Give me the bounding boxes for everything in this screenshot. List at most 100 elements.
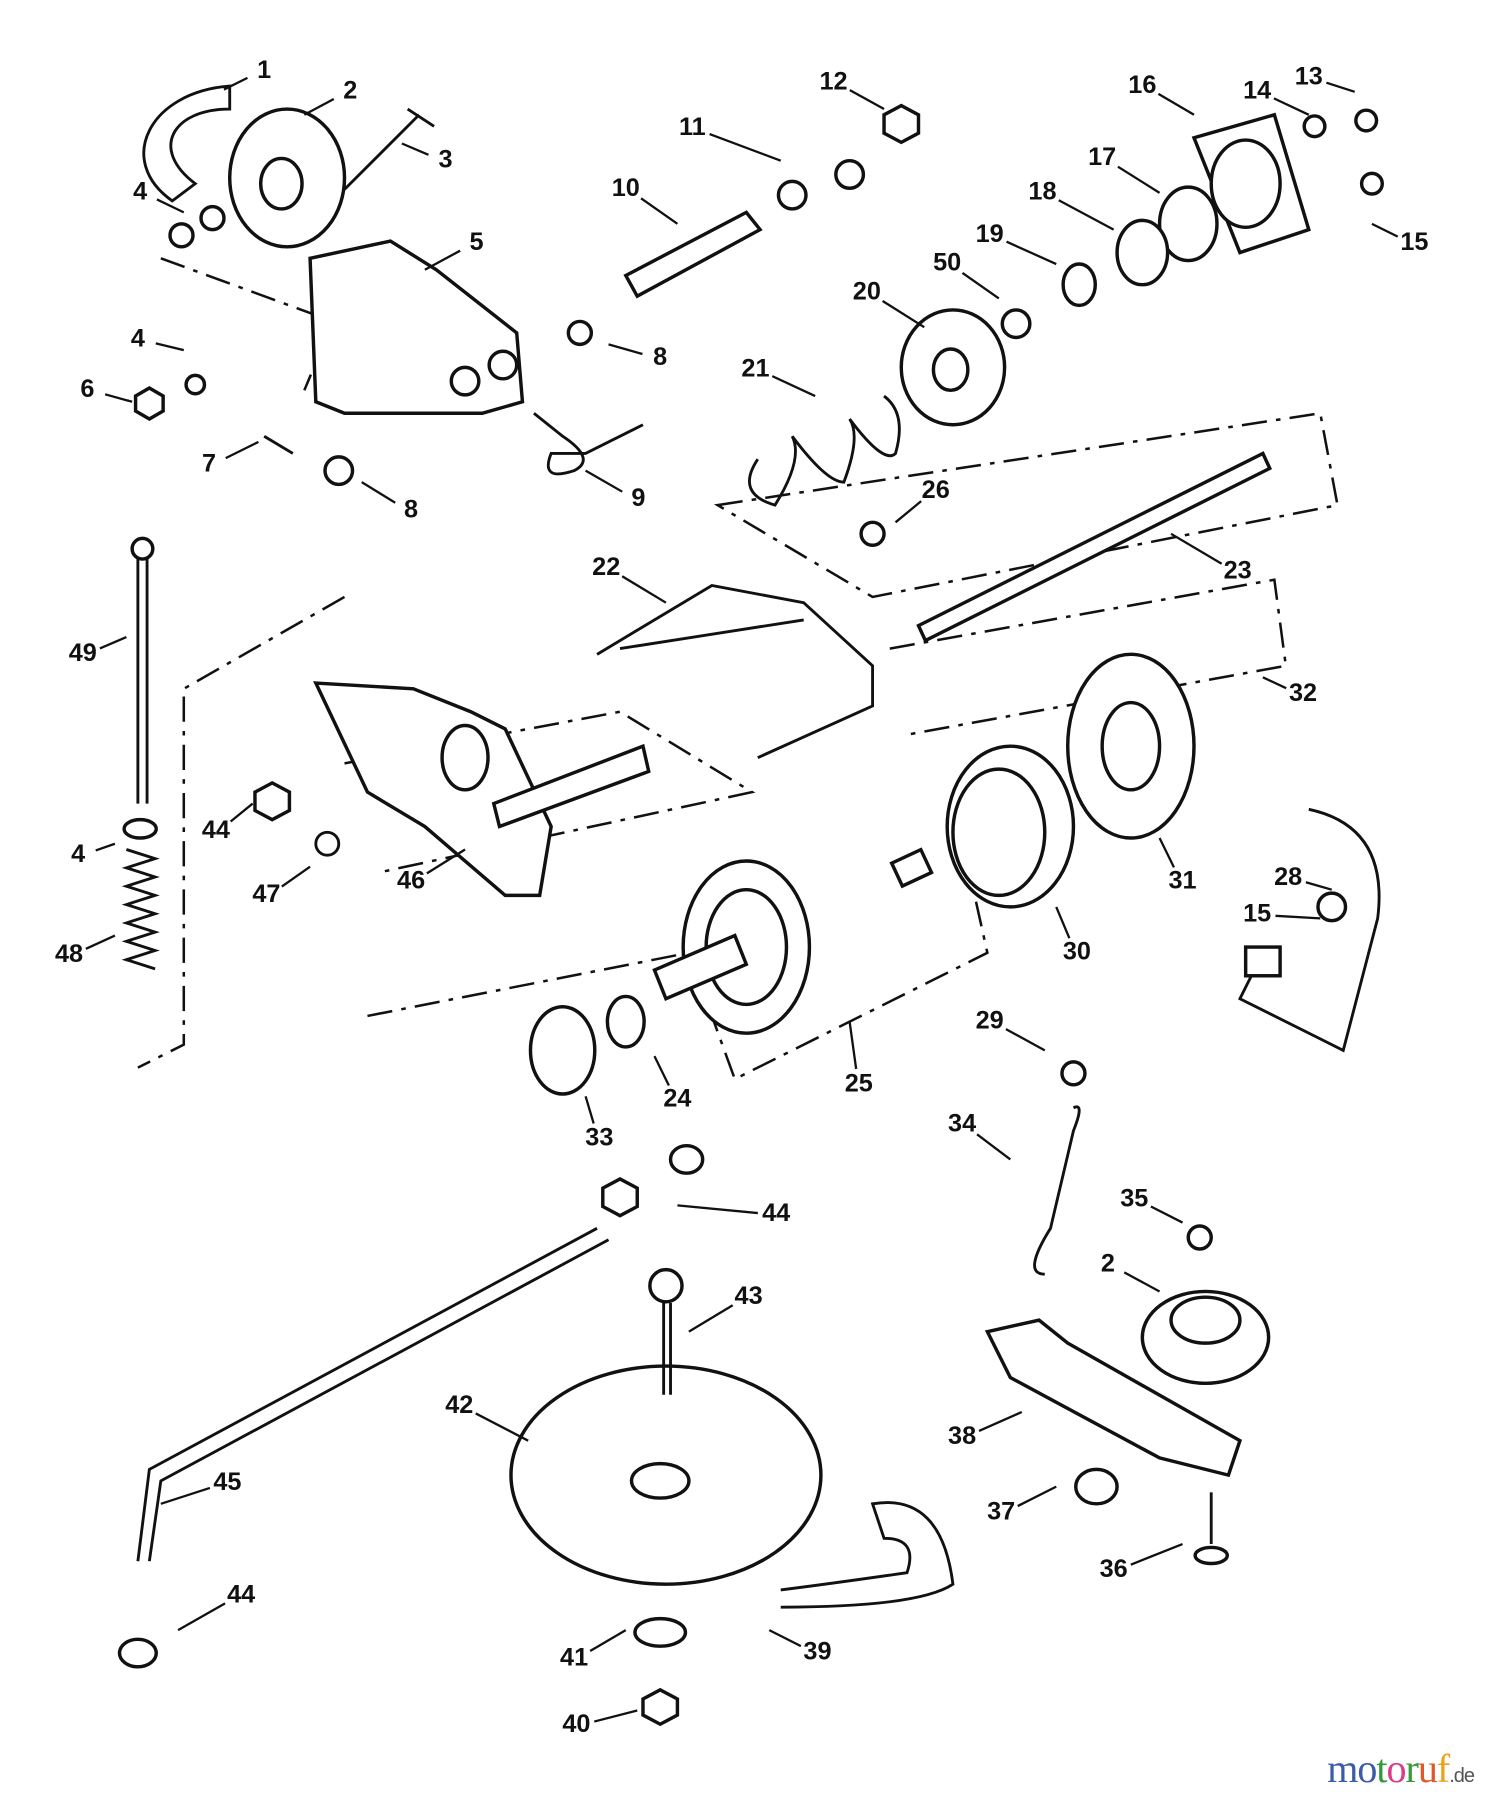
leader-line	[1157, 92, 1195, 116]
rod-49	[136, 551, 149, 804]
leader-line	[961, 272, 1000, 300]
leader-line	[85, 934, 116, 950]
leader-line	[160, 1486, 211, 1505]
leader-line	[976, 1133, 1012, 1161]
callout-25: 25	[845, 1069, 873, 1097]
leader-line	[608, 343, 643, 356]
leader-line	[677, 1204, 758, 1215]
callout-35: 35	[1120, 1184, 1148, 1212]
callout-45: 45	[213, 1468, 241, 1496]
leader-line	[1273, 97, 1310, 116]
callout-49: 49	[69, 639, 97, 667]
callout-26: 26	[922, 476, 950, 504]
callout-2: 2	[343, 77, 357, 105]
callout-4: 4	[131, 324, 145, 352]
leader-line	[229, 802, 254, 823]
leader-line	[1055, 906, 1071, 939]
leader-line	[156, 198, 185, 214]
leader-line	[475, 1412, 529, 1442]
leader-line	[593, 1709, 638, 1723]
callout-15: 15	[1243, 900, 1271, 928]
leader-line	[1262, 676, 1287, 690]
callout-4: 4	[133, 178, 147, 206]
callout-23: 23	[1224, 556, 1252, 584]
bolt-3	[343, 107, 435, 191]
rod-45	[136, 1227, 610, 1562]
callout-48: 48	[55, 940, 83, 968]
leader-line	[99, 636, 127, 650]
leader-line	[848, 1021, 858, 1070]
callout-34: 34	[948, 1110, 976, 1138]
callout-16: 16	[1128, 71, 1156, 99]
callout-7: 7	[202, 450, 216, 478]
leader-line	[894, 500, 922, 524]
leader-line	[401, 142, 429, 156]
callout-6: 6	[80, 375, 94, 403]
leader-line	[426, 848, 466, 875]
callout-18: 18	[1028, 178, 1056, 206]
callout-29: 29	[976, 1006, 1004, 1034]
leader-line	[281, 865, 311, 888]
callout-28: 28	[1274, 863, 1302, 891]
bearing-33	[528, 1005, 597, 1096]
leader-line	[978, 1410, 1023, 1433]
leader-line	[771, 375, 816, 398]
leader-line	[155, 342, 185, 352]
callout-41: 41	[560, 1643, 588, 1671]
callout-21: 21	[741, 354, 769, 382]
callout-46: 46	[397, 866, 425, 894]
leader-line	[589, 1629, 627, 1652]
rod-22	[596, 583, 875, 759]
leader-line	[1117, 165, 1161, 194]
callout-19: 19	[976, 220, 1004, 248]
callout-2: 2	[1101, 1250, 1115, 1278]
shaft-23	[916, 451, 1273, 643]
nut-44a	[253, 780, 292, 822]
callout-12: 12	[819, 67, 847, 95]
leader-line	[1305, 881, 1333, 891]
spring-48	[121, 848, 160, 971]
callout-44: 44	[762, 1199, 790, 1227]
spring-21	[748, 394, 901, 507]
leader-line	[424, 249, 461, 271]
belt-39	[780, 1501, 955, 1609]
leader-line	[177, 1602, 226, 1632]
leader-line	[1275, 914, 1321, 920]
spring-9	[533, 412, 644, 476]
callout-3: 3	[439, 145, 453, 173]
belt-upper	[142, 84, 232, 203]
bracket-46	[313, 681, 553, 898]
rod-28	[1237, 807, 1381, 1053]
callout-50: 50	[933, 249, 961, 277]
leader-line	[1017, 1485, 1057, 1508]
leader-line	[621, 575, 667, 604]
callout-36: 36	[1100, 1555, 1128, 1583]
idler-arm-38	[984, 1318, 1242, 1478]
callout-33: 33	[585, 1123, 613, 1151]
motoruf-logo-watermark: motoruf.de	[1327, 1746, 1475, 1791]
callout-30: 30	[1063, 937, 1091, 965]
callout-14: 14	[1243, 77, 1271, 105]
leader-line	[223, 76, 248, 91]
leader-line	[225, 440, 259, 460]
leader-line	[688, 1304, 734, 1333]
callout-20: 20	[853, 277, 881, 305]
callout-40: 40	[562, 1710, 590, 1738]
leader-line	[104, 393, 133, 403]
leader-line	[1371, 222, 1399, 238]
callout-8: 8	[404, 496, 418, 524]
callout-9: 9	[631, 484, 645, 512]
callout-17: 17	[1088, 143, 1116, 171]
leader-line	[653, 1055, 670, 1087]
callout-31: 31	[1168, 866, 1196, 894]
nut-6	[133, 386, 165, 421]
leader-line	[303, 98, 335, 116]
callout-47: 47	[252, 880, 280, 908]
leader-line	[585, 469, 623, 493]
callout-10: 10	[612, 174, 640, 202]
callout-43: 43	[735, 1282, 763, 1310]
leader-line	[881, 300, 925, 329]
